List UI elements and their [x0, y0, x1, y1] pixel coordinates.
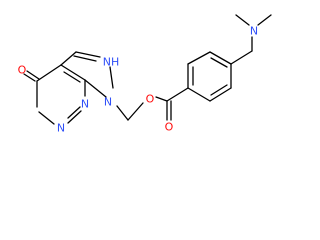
bond: [23, 73, 36, 82]
bond: [36, 64, 62, 82]
bond: [209, 51, 232, 65]
bond: [67, 110, 82, 124]
bond: [38, 111, 55, 125]
bond: [116, 105, 129, 121]
bond: [257, 14, 272, 26]
bond: [109, 66, 114, 89]
bond-double-inner: [210, 57, 228, 68]
atom-nitrogen-nh: NH: [103, 56, 120, 69]
bond: [60, 64, 86, 81]
bond: [60, 51, 77, 66]
bond: [84, 79, 107, 98]
bond: [75, 51, 101, 58]
bond-double-inner: [210, 84, 228, 96]
bond: [187, 87, 211, 102]
bond-double-inner: [67, 106, 81, 119]
bond: [209, 87, 232, 102]
bond: [155, 96, 168, 102]
bond: [230, 50, 253, 65]
atom-nitrogen-ring: N: [81, 98, 89, 111]
bond: [26, 70, 40, 80]
bond: [235, 14, 250, 26]
bond: [166, 87, 189, 102]
atom-labels: O N N N NH O O N: [18, 25, 258, 135]
atom-nitrogen-amine: N: [250, 25, 258, 38]
molecule-structure: O N N N NH O O N: [18, 14, 272, 135]
bonds: [23, 14, 272, 125]
atom-nitrogen-ring: N: [57, 122, 65, 135]
bond: [187, 51, 211, 65]
bond: [73, 55, 97, 62]
atom-oxygen-ester: O: [146, 93, 155, 106]
atom-nitrogen-pyrazole: N: [104, 96, 112, 109]
atom-oxygen-carbonyl: O: [165, 121, 174, 134]
bond: [127, 102, 144, 121]
atom-oxygen-keto: O: [18, 64, 27, 77]
bond-double-inner: [63, 71, 81, 83]
